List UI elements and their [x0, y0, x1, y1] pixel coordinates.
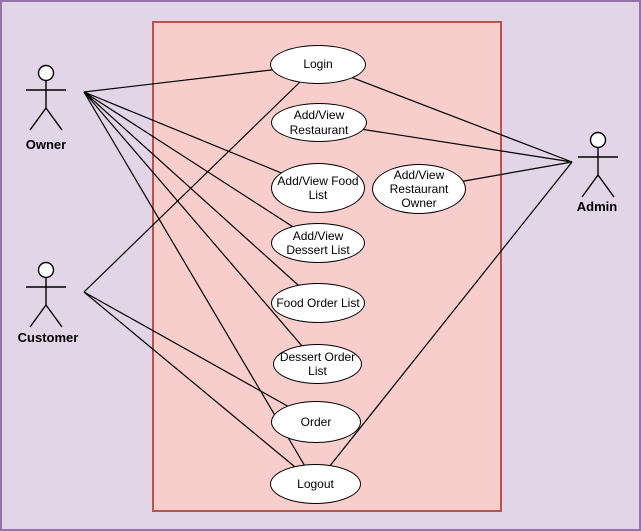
use-case-label: Logout — [297, 476, 334, 491]
actor-admin-label: Admin — [576, 199, 618, 214]
use-case-dessert-order-list: Dessert Order List — [273, 344, 362, 384]
edge-owner-dessert_list — [83, 91, 319, 244]
edge-owner-food_list — [83, 91, 319, 189]
edge-customer-order — [83, 291, 317, 423]
use-case-label: Login — [303, 57, 333, 72]
use-case-login: Login — [270, 45, 366, 84]
use-case-label: Add/View Food List — [277, 173, 359, 202]
use-case-logout: Logout — [270, 464, 361, 504]
actor-owner-label: Owner — [25, 137, 67, 152]
actor-owner — [23, 64, 69, 134]
use-case-label: Dessert Order List — [279, 349, 356, 378]
actor-customer-label: Customer — [17, 330, 79, 345]
stick-figure-icon — [26, 261, 66, 328]
use-case-label: Add/View Restaurant Owner — [389, 167, 449, 211]
use-case-add-view-restaurant-owner: Add/View Restaurant Owner — [372, 164, 466, 214]
use-case-order: Order — [271, 401, 361, 443]
use-case-label: Food Order List — [276, 295, 360, 310]
actor-customer — [23, 261, 69, 331]
use-case-add-view-restaurant: Add/View Restaurant — [271, 103, 367, 142]
use-case-add-view-dessert-list: Add/View Dessert List — [271, 223, 365, 263]
edge-admin-login — [317, 63, 573, 163]
edge-admin-logout — [315, 161, 573, 485]
edge-owner-dessert_order_list — [83, 91, 318, 365]
use-case-label: Order — [300, 414, 332, 429]
edge-owner-food_order_list — [83, 91, 319, 304]
use-case-label: Add/View Restaurant — [289, 108, 349, 137]
use-case-add-view-food-list: Add/View Food List — [271, 163, 365, 213]
stick-figure-icon — [578, 131, 618, 198]
edge-customer-logout — [83, 291, 316, 485]
actor-admin — [575, 131, 621, 201]
edge-customer-login — [83, 64, 319, 293]
stick-figure-icon — [26, 64, 66, 131]
use-case-label: Add/View Dessert List — [286, 228, 350, 257]
use-case-food-order-list: Food Order List — [271, 283, 365, 323]
